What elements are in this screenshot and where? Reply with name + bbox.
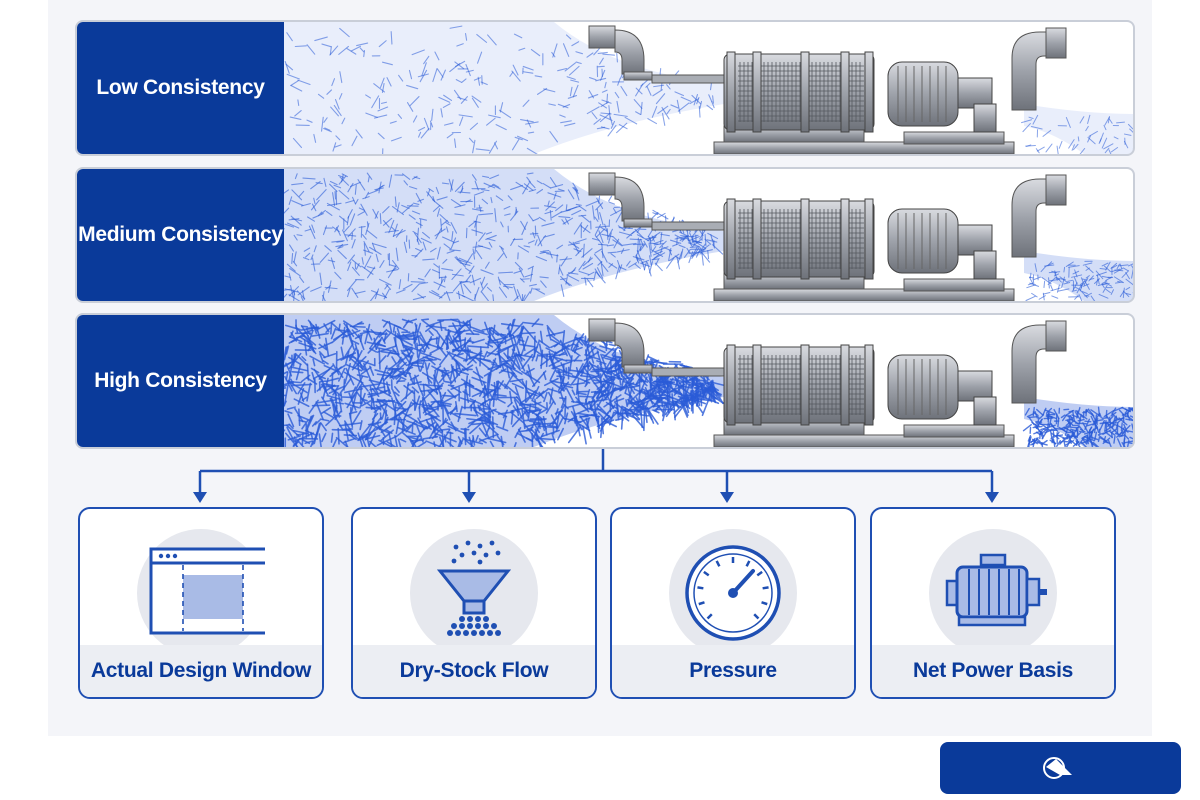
- card-pressure: Pressure: [610, 507, 856, 699]
- pressure-gauge-icon: [685, 545, 781, 641]
- row-label: Medium Consistency: [77, 169, 284, 301]
- motor-icon: [945, 553, 1047, 627]
- card-dry-stock-flow: Dry-Stock Flow: [351, 507, 597, 699]
- card-net-power-basis: Net Power Basis: [870, 507, 1116, 699]
- funnel-icon: [436, 540, 512, 636]
- icon-circle: [137, 529, 265, 657]
- card-design-window: Actual Design Window: [78, 507, 324, 699]
- logo-icon: [1043, 757, 1072, 779]
- card-label: Net Power Basis: [872, 645, 1114, 697]
- pump-scene-high: [284, 315, 1133, 447]
- row-label: High Consistency: [77, 315, 284, 447]
- row-high-consistency: High Consistency: [75, 313, 1135, 449]
- icon-circle: [410, 529, 538, 657]
- row-low-consistency: Low Consistency: [75, 20, 1135, 156]
- row-label: Low Consistency: [77, 22, 284, 154]
- card-label: Actual Design Window: [80, 645, 322, 697]
- pump-scene-medium: [284, 169, 1133, 301]
- card-label: Pressure: [612, 645, 854, 697]
- icon-circle: [669, 529, 797, 657]
- pump-scene-low: [284, 22, 1133, 154]
- card-label: Dry-Stock Flow: [353, 645, 595, 697]
- icon-circle: [929, 529, 1057, 657]
- design-window-icon: [149, 547, 265, 635]
- row-medium-consistency: Medium Consistency: [75, 167, 1135, 303]
